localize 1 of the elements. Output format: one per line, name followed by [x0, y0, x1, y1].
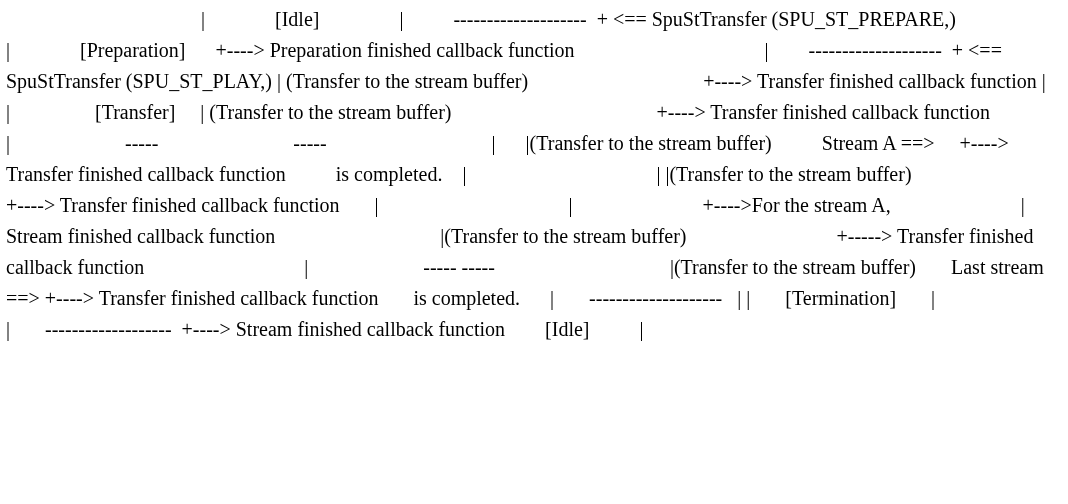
ascii-diagram-text: | [Idle] | -------------------- + <== SpuStTransfer (SPU_ST_PREPARE,) | [Preparation] +----> Preparation finished callback function | -------------------- + <== SpuStTransfer (SPU_ST_PLAY,) | (Transfer to the stream buffer) +----> Transfer finished callback function | | [Transfer] | (Transfer to the stream buffer) +----> Transfer finished callback function | ----- ----- | |(Transfer to the stream buffer) Stream A ==> +----> Transfer finished callback function is completed. | | |(Transfer to the stream buffer) +----> Transfer finished callback function | | +---->For the stream A, | Stream finished callback function |(Transfer to the stream buffer) +-----> Transfer finished callback function | ----- ----- |(Transfer to the stream buffer) Last stream ==> +----> Transfer finished callback function is completed. | -------------------- | | [Termination] | | ------------------- +----> Stream finished callback function [Idle] |: [5, 7, 1047, 343]
